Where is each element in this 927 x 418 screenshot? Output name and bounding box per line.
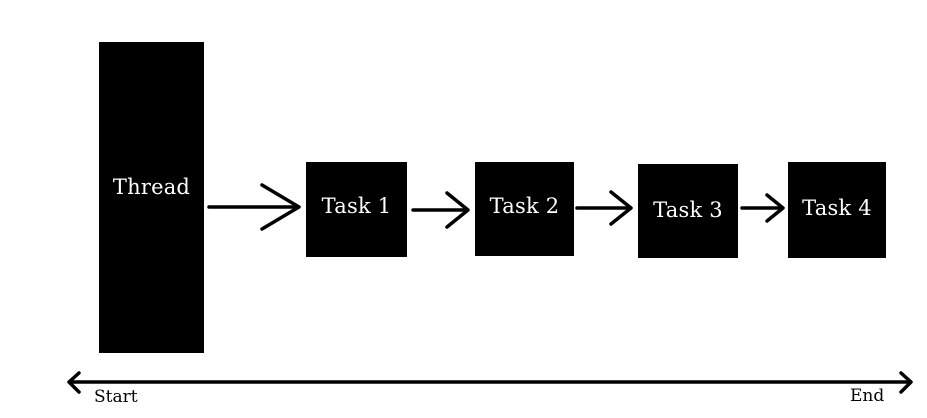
- timeline-end-label: End: [850, 386, 885, 406]
- thread-block: Thread: [99, 42, 204, 353]
- task-3-box: Task 3: [638, 164, 738, 258]
- task-2-box: Task 2: [475, 162, 574, 256]
- timeline-arrow: [67, 371, 913, 394]
- arrow-task-2-to-task-3: [575, 190, 633, 226]
- arrow-task-1-to-task-2: [411, 191, 470, 229]
- arrow-task-3-to-task-4: [740, 193, 785, 223]
- task-4-box: Task 4: [788, 162, 886, 258]
- task-1-label: Task 1: [321, 193, 392, 218]
- thread-label: Thread: [112, 175, 191, 199]
- task-3-label: Task 3: [653, 198, 723, 222]
- arrow-thread-to-task-1: [207, 183, 301, 231]
- timeline-start-label: Start: [94, 387, 138, 407]
- task-2-label: Task 2: [489, 194, 560, 218]
- task-1-box: Task 1: [306, 162, 407, 257]
- task-4-label: Task 4: [802, 196, 872, 220]
